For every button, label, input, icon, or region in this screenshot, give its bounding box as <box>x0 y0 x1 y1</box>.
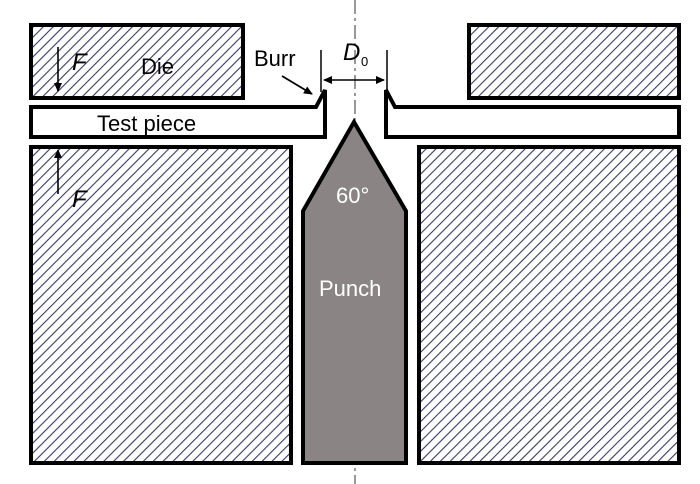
test-piece-label: Test piece <box>97 111 196 136</box>
punch <box>301 118 408 465</box>
lower-block-right <box>417 145 681 465</box>
test-piece-right <box>384 89 681 139</box>
diameter-label: D <box>343 39 360 66</box>
force-label-bottom: F <box>72 186 88 213</box>
lower-block-left <box>29 145 293 465</box>
burr-leader-arrow <box>281 75 313 95</box>
burr-label: Burr <box>254 46 296 71</box>
test-piece-left <box>29 89 327 139</box>
die-label: Die <box>141 54 174 79</box>
upper-die-left <box>29 23 245 100</box>
upper-die-right <box>467 23 681 100</box>
angle-label: 60° <box>336 183 369 208</box>
diameter-subscript: 0 <box>361 54 368 69</box>
force-label-top: F <box>72 49 88 76</box>
punch-label: Punch <box>319 276 381 301</box>
